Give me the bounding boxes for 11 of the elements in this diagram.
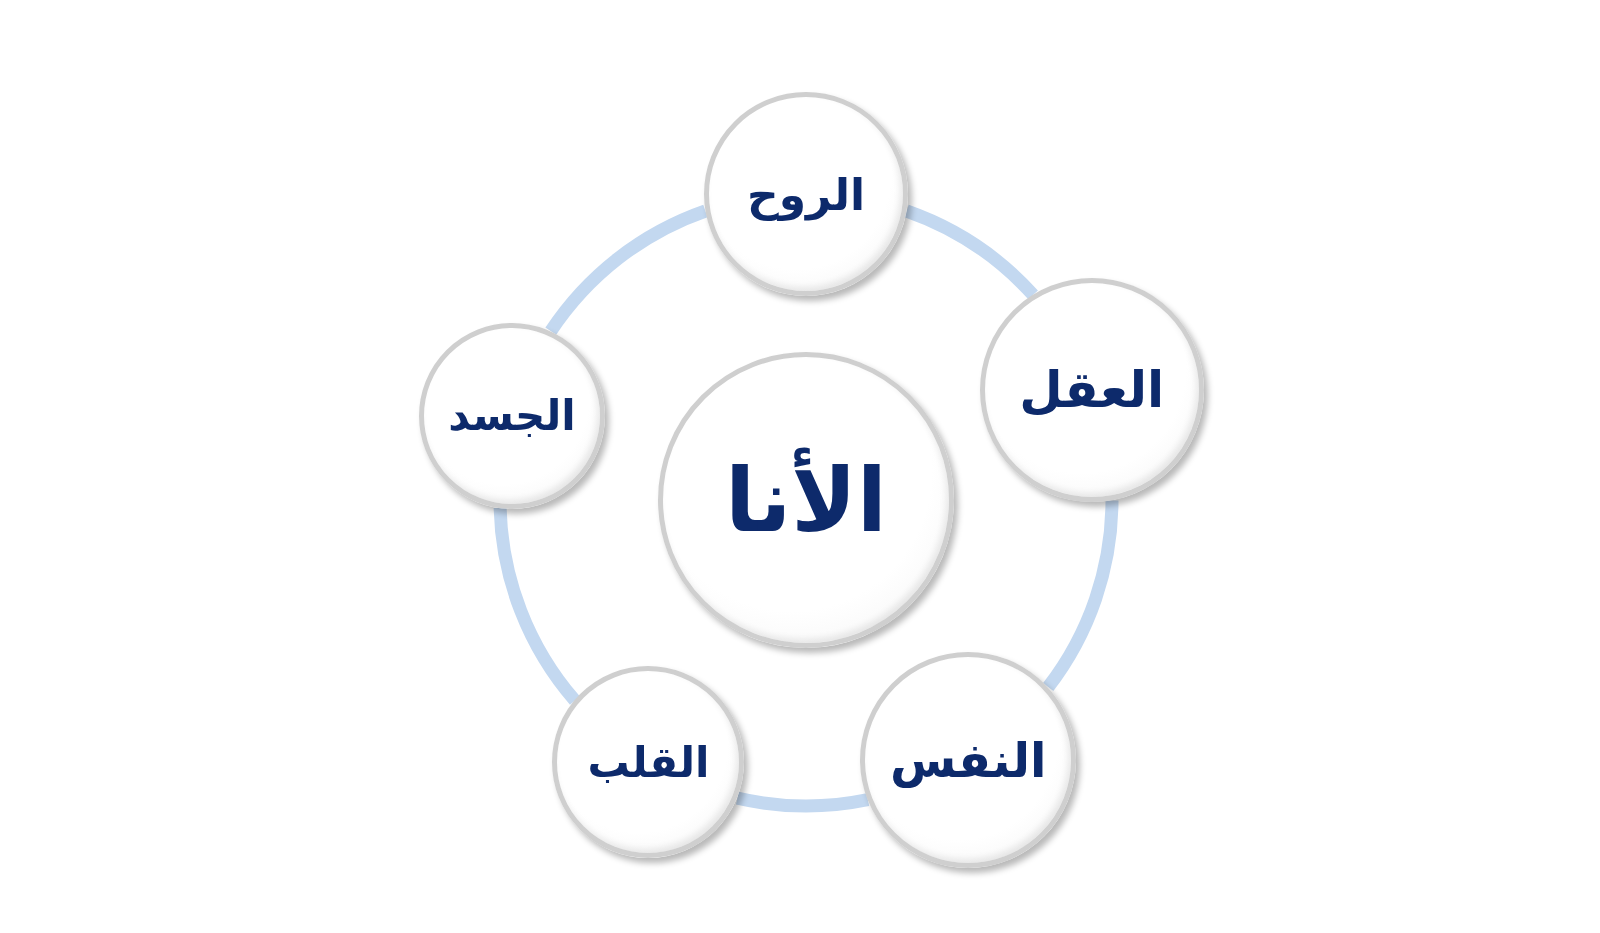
circle-node: القلب (552, 666, 745, 859)
circle-node: النفس (860, 651, 1077, 868)
ring-segment (493, 507, 581, 705)
ring-segment (904, 205, 1038, 300)
circle-node: الأنا (658, 352, 954, 648)
circle-node: العقل (979, 278, 1204, 503)
ring-segment (1042, 500, 1119, 691)
ring-segment (545, 205, 708, 336)
circle-node: الروح (704, 92, 908, 296)
ring-segment (736, 791, 869, 813)
circle-node: الجسد (418, 322, 605, 509)
